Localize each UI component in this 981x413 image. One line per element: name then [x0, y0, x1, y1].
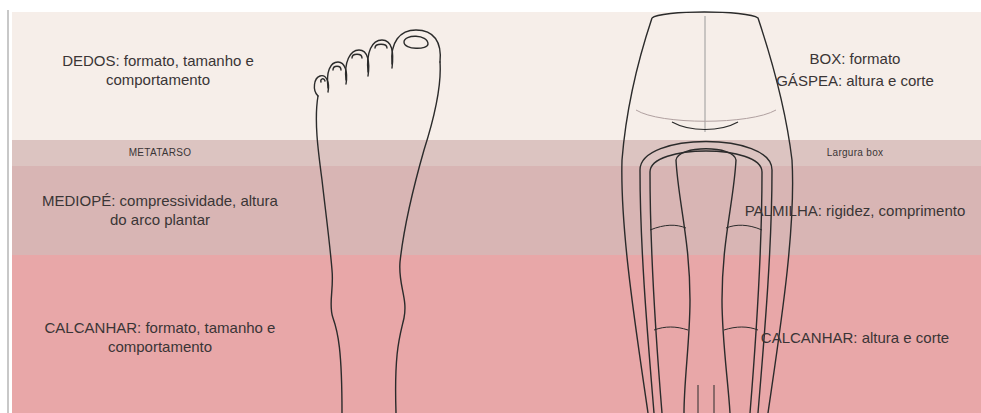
region-label: Largura box — [755, 147, 955, 159]
feature-label: MEDIOPÉ: compressividade, altura do arco… — [35, 191, 285, 229]
feature-label: DEDOS: formato, tamanho e comportamento — [23, 51, 293, 89]
feature-label: CALCANHAR: altura e corte — [735, 328, 975, 347]
feature-label: GÁSPEA: altura e corte — [735, 71, 975, 90]
region-label: METATARSO — [60, 147, 260, 159]
feature-label: BOX: formato — [735, 49, 975, 68]
margin-line — [7, 10, 9, 413]
feature-label: PALMILHA: rigidez, comprimento — [735, 201, 975, 220]
feature-label: CALCANHAR: formato, tamanho e comportame… — [35, 318, 285, 356]
foot-drawing — [314, 30, 440, 413]
